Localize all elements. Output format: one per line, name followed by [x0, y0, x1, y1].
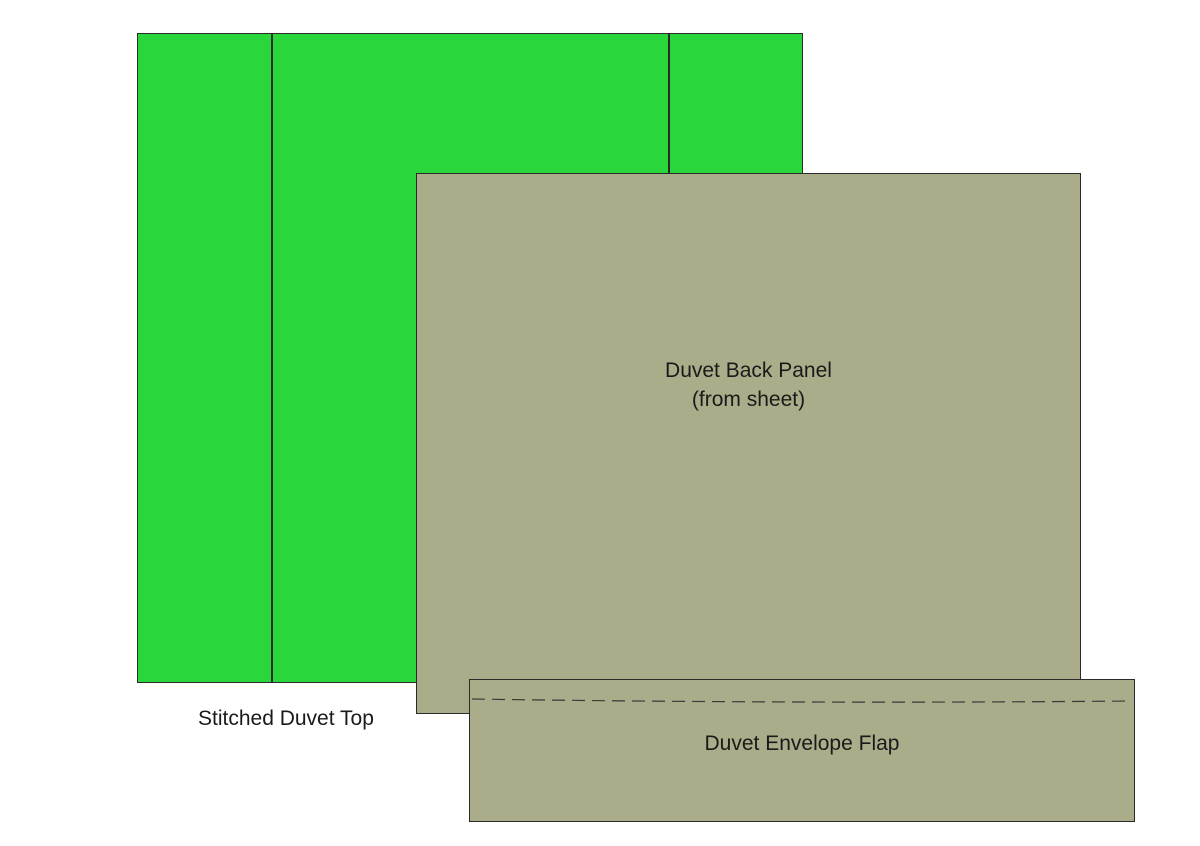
duvet-back-panel-sublabel: (from sheet): [691, 388, 806, 411]
stitched-duvet-top-label: Stitched Duvet Top: [198, 707, 374, 730]
left-seam-line: [271, 34, 273, 682]
fold-line: [471, 698, 1133, 703]
duvet-envelope-flap-label: Duvet Envelope Flap: [704, 732, 900, 755]
duvet-back-panel-title: Duvet Back Panel (from sheet): [417, 356, 1080, 414]
duvet-envelope-flap-panel: Duvet Envelope Flap: [469, 679, 1135, 822]
duvet-back-panel-label: Duvet Back Panel: [665, 359, 832, 382]
duvet-back-panel: Duvet Back Panel (from sheet): [416, 173, 1081, 714]
